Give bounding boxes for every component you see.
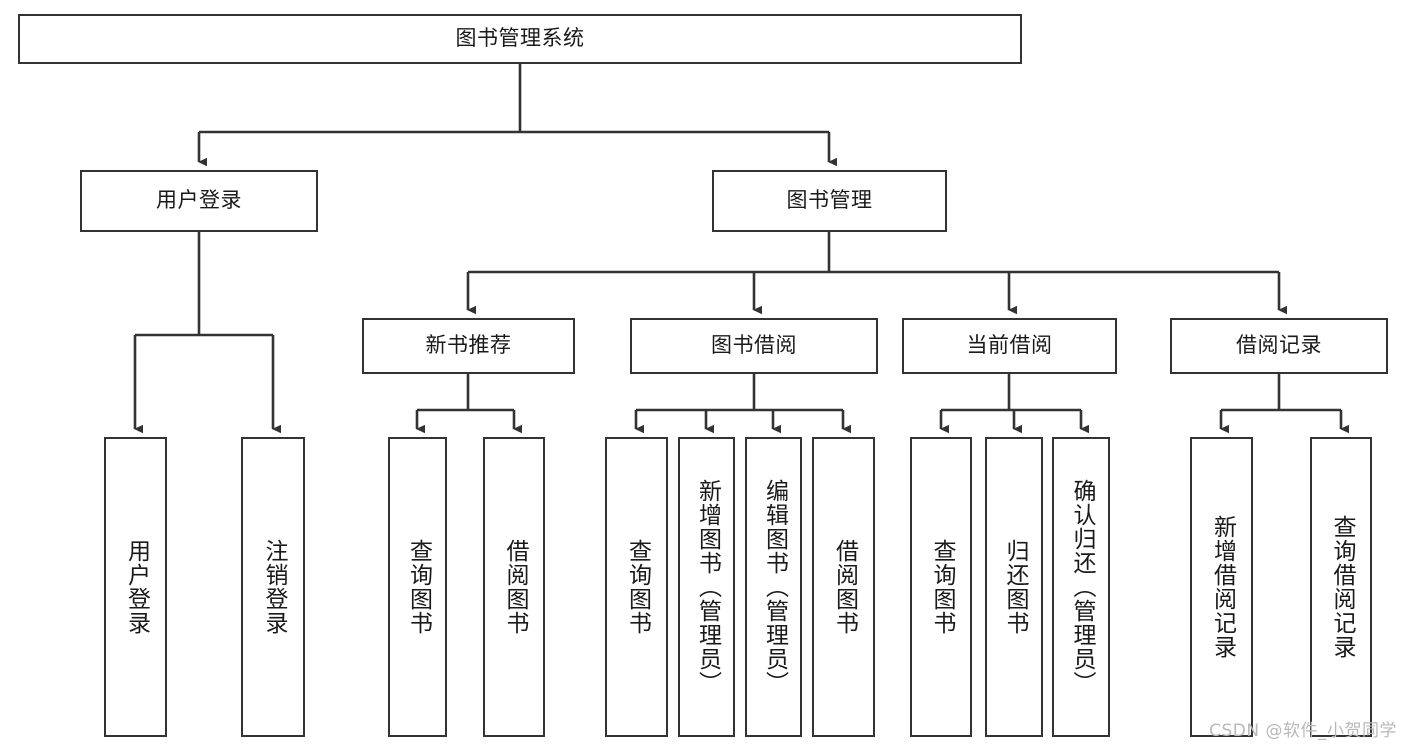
node-root-label: 图书管理系统 (455, 26, 585, 51)
node-borrow-record-label: 借阅记录 (1236, 333, 1322, 358)
node-user-login-label: 用户登录 (156, 188, 242, 213)
node-leaf-add-record[interactable]: 新增借阅记录 (1190, 437, 1253, 737)
node-user-login[interactable]: 用户登录 (80, 170, 318, 232)
node-leaf-query-book-3-label: 查询图书 (928, 539, 955, 635)
node-leaf-query-book-2[interactable]: 查询图书 (605, 437, 668, 737)
node-leaf-query-book-2-label: 查询图书 (624, 539, 651, 635)
node-leaf-add-book-label: 新增图书（管理员） (694, 479, 721, 695)
node-leaf-query-book-1-label: 查询图书 (405, 539, 432, 635)
node-new-book-recommend[interactable]: 新书推荐 (362, 318, 575, 374)
node-leaf-confirm-return[interactable]: 确认归还（管理员） (1052, 437, 1110, 737)
node-leaf-query-book-1[interactable]: 查询图书 (388, 437, 447, 737)
node-leaf-return-book[interactable]: 归还图书 (985, 437, 1043, 737)
node-leaf-borrow-book-1-label: 借阅图书 (501, 539, 528, 635)
node-book-borrow-label: 图书借阅 (711, 333, 797, 358)
node-leaf-borrow-book-2[interactable]: 借阅图书 (812, 437, 875, 737)
node-leaf-query-record[interactable]: 查询借阅记录 (1310, 437, 1372, 737)
node-leaf-borrow-book-2-label: 借阅图书 (831, 539, 858, 635)
node-leaf-user-login[interactable]: 用户登录 (104, 437, 167, 737)
node-leaf-add-book[interactable]: 新增图书（管理员） (678, 437, 735, 737)
node-leaf-logout-label: 注销登录 (260, 539, 287, 635)
node-new-book-recommend-label: 新书推荐 (425, 333, 512, 358)
node-leaf-edit-book-label: 编辑图书（管理员） (761, 479, 788, 695)
node-book-manage-label: 图书管理 (786, 188, 873, 213)
node-root[interactable]: 图书管理系统 (18, 14, 1022, 64)
node-current-borrow[interactable]: 当前借阅 (902, 318, 1117, 374)
node-leaf-edit-book[interactable]: 编辑图书（管理员） (745, 437, 802, 737)
node-leaf-query-record-label: 查询借阅记录 (1328, 515, 1355, 659)
node-current-borrow-label: 当前借阅 (966, 333, 1053, 358)
node-leaf-borrow-book-1[interactable]: 借阅图书 (483, 437, 545, 737)
node-leaf-user-login-label: 用户登录 (123, 539, 150, 635)
node-leaf-confirm-return-label: 确认归还（管理员） (1068, 479, 1095, 695)
node-borrow-record[interactable]: 借阅记录 (1170, 318, 1388, 374)
node-book-manage[interactable]: 图书管理 (712, 170, 947, 232)
node-leaf-return-book-label: 归还图书 (1001, 539, 1028, 635)
node-leaf-logout[interactable]: 注销登录 (241, 437, 305, 737)
node-leaf-query-book-3[interactable]: 查询图书 (910, 437, 972, 737)
csdn-watermark: CSDN @软件_小贺同学 (1209, 721, 1397, 741)
node-leaf-add-record-label: 新增借阅记录 (1209, 515, 1236, 659)
node-book-borrow[interactable]: 图书借阅 (630, 318, 878, 374)
